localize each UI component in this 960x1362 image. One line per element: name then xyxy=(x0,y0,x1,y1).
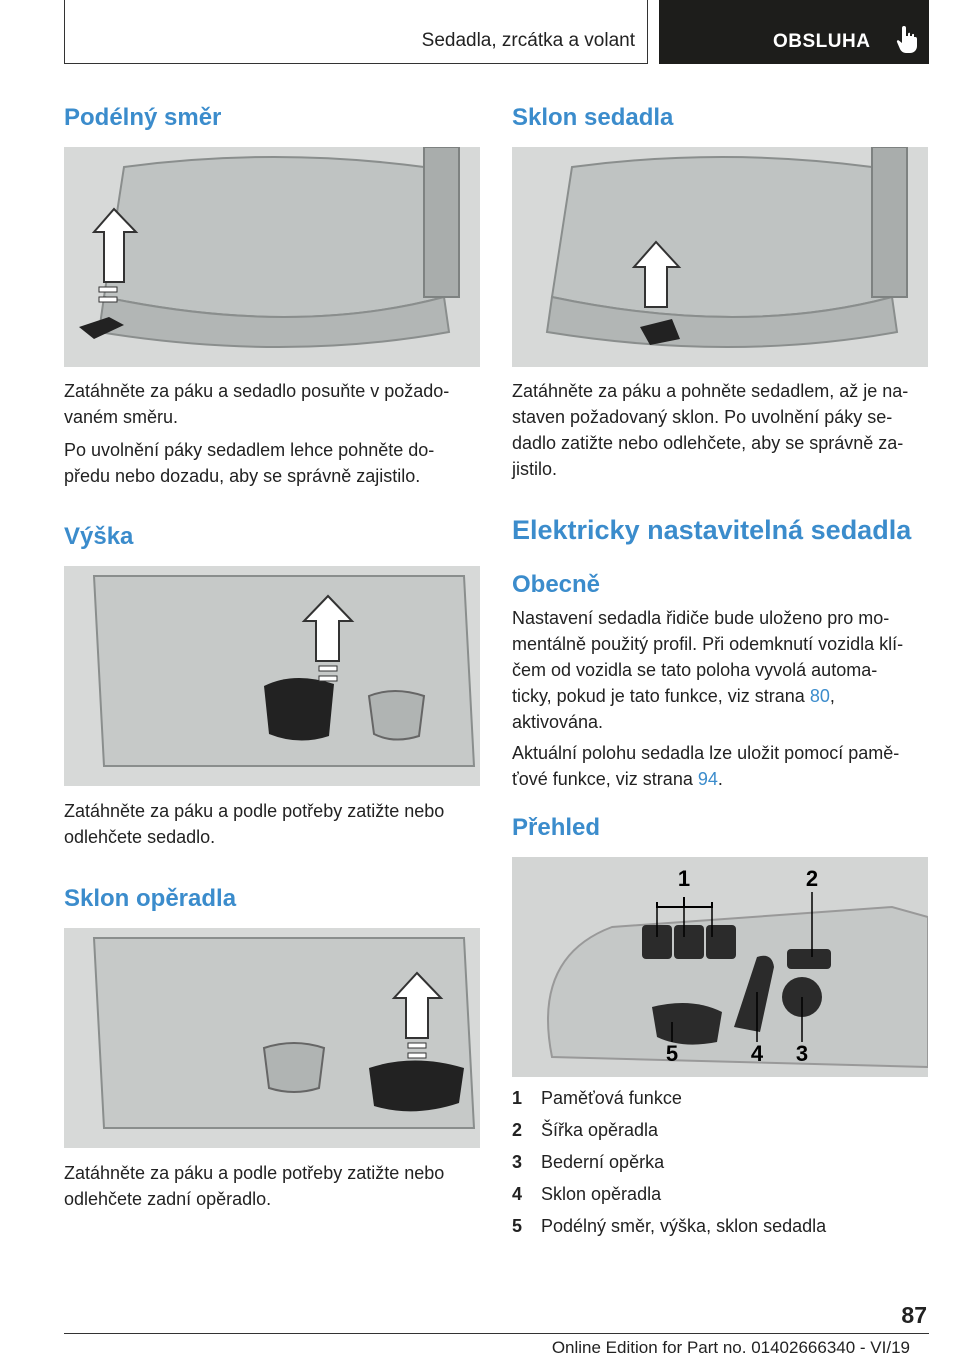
para-memory-period: . xyxy=(717,769,723,789)
para-general-line5: aktivována. xyxy=(512,712,604,732)
heading-general: Obecně xyxy=(512,571,601,598)
heading-height: Výška xyxy=(64,523,134,550)
callout-2: 2 xyxy=(806,866,818,891)
legend-number: 1 xyxy=(512,1088,523,1108)
para-general-text: ticky, pokud je tato funkce, viz strana xyxy=(512,686,810,706)
legend-text: Podélný směr, výška, sklon sedadla xyxy=(541,1216,827,1236)
para-general-line3: čem od vozidla se tato poloha vyvolá aut… xyxy=(512,660,878,680)
footer-divider xyxy=(64,1333,929,1334)
seat-tilt-image xyxy=(512,147,928,367)
para-height-line1: Zatáhněte za páku a podle potřeby zatižt… xyxy=(64,801,445,821)
para-longitudinal-line3: Po uvolnění páky sedadlem lehce pohněte … xyxy=(64,440,435,460)
para-tilt-line2: staven požadovaný sklon. Po uvolnění pák… xyxy=(512,407,893,427)
legend-number: 2 xyxy=(512,1120,523,1140)
para-tilt-line1: Zatáhněte za páku a pohněte sedadlem, až… xyxy=(512,381,909,401)
para-longitudinal-line2: vaném směru. xyxy=(64,407,179,427)
seat-longitudinal-image xyxy=(64,147,480,367)
footer-edition: Online Edition for Part no. 01402666340 … xyxy=(551,1338,910,1357)
callout-1: 1 xyxy=(678,866,690,891)
legend-text: Sklon opěradla xyxy=(541,1184,662,1204)
para-general-line4: ticky, pokud je tato funkce, viz strana … xyxy=(512,683,835,709)
hand-pointer-icon xyxy=(896,26,917,53)
para-general-comma: , xyxy=(829,686,835,706)
legend-text: Šířka opěradla xyxy=(541,1120,659,1140)
seat-controls-overview-image: 1 2 3 4 5 xyxy=(512,857,928,1077)
para-general-line2: mentálně použitý profil. Při odemknutí v… xyxy=(512,634,904,654)
legend-text: Bederní opěrka xyxy=(541,1152,665,1172)
callout-5: 5 xyxy=(666,1041,678,1066)
legend-text: Paměťová funkce xyxy=(541,1088,682,1108)
callout-3: 3 xyxy=(796,1041,808,1066)
heading-longitudinal: Podélný směr xyxy=(64,104,222,131)
header-chapter-box: OBSLUHA xyxy=(659,0,929,64)
para-general-line1: Nastavení sedadla řidiče bude uloženo pr… xyxy=(512,608,890,628)
para-height-line2: odlehčete sedadlo. xyxy=(64,827,216,847)
legend-number: 3 xyxy=(512,1152,523,1172)
heading-electric-seats: Elektricky nastavitelná sedadla xyxy=(512,515,912,545)
page-number: 87 xyxy=(901,1302,927,1328)
page-link-94[interactable]: 94 xyxy=(697,769,718,789)
para-longitudinal-line1: Zatáhněte za páku a sedadlo posuňte v po… xyxy=(64,381,450,401)
seat-backrest-image xyxy=(64,928,480,1148)
header-section-box: Sedadla, zrcátka a volant xyxy=(64,0,648,64)
para-memory-line2: ťové funkce, viz strana 94. xyxy=(512,766,723,792)
page-link-80[interactable]: 80 xyxy=(809,686,830,706)
para-tilt-line4: jistilo. xyxy=(512,459,558,479)
heading-backrest: Sklon opěradla xyxy=(64,885,237,912)
heading-overview: Přehled xyxy=(512,814,601,841)
para-backrest-line2: odlehčete zadní opěradlo. xyxy=(64,1189,272,1209)
para-memory-text: ťové funkce, viz strana xyxy=(512,769,698,789)
legend-number: 4 xyxy=(512,1184,523,1204)
header-chapter-title: OBSLUHA xyxy=(773,31,871,52)
para-tilt-line3: dadlo zatižte nebo odlehčete, aby se spr… xyxy=(512,433,904,453)
para-memory-line1: Aktuální polohu sedadla lze uložit pomoc… xyxy=(512,743,900,763)
callout-4: 4 xyxy=(751,1041,764,1066)
heading-tilt: Sklon sedadla xyxy=(512,104,674,131)
para-backrest-line1: Zatáhněte za páku a podle potřeby zatižt… xyxy=(64,1163,445,1183)
seat-height-image xyxy=(64,566,480,786)
legend-number: 5 xyxy=(512,1216,523,1236)
para-longitudinal-line4: předu nebo dozadu, aby se správně zajist… xyxy=(64,466,421,486)
header-section-title: Sedadla, zrcátka a volant xyxy=(421,30,635,51)
